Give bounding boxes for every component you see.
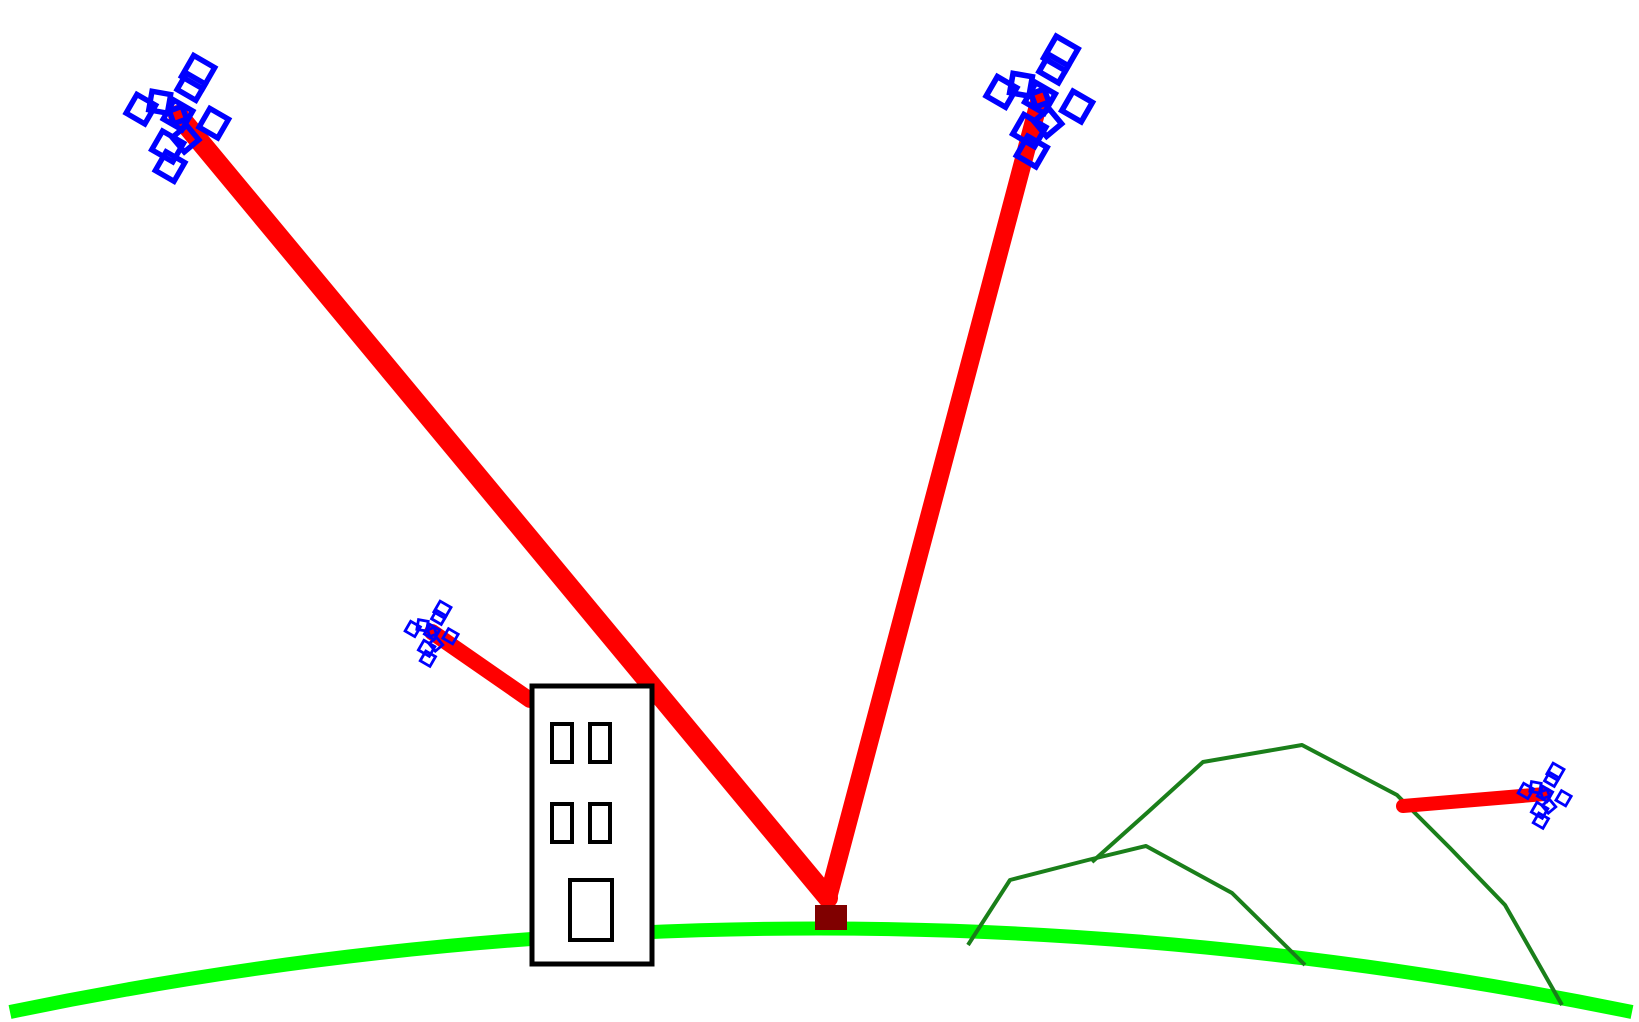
building-door <box>570 880 612 940</box>
window <box>590 804 610 842</box>
window <box>552 804 572 842</box>
signal-line-satellite-1 <box>178 115 828 898</box>
ground-receiver <box>815 905 847 930</box>
window <box>590 724 610 762</box>
hills <box>968 745 1562 1005</box>
satellites <box>126 36 1571 828</box>
signal-lines <box>178 98 1545 898</box>
signal-line-satellite-2 <box>828 98 1040 898</box>
building <box>532 686 652 964</box>
signal-line-satellite-3-blocked <box>432 632 530 700</box>
window <box>552 724 572 762</box>
earth-horizon-arc <box>10 929 1632 1013</box>
